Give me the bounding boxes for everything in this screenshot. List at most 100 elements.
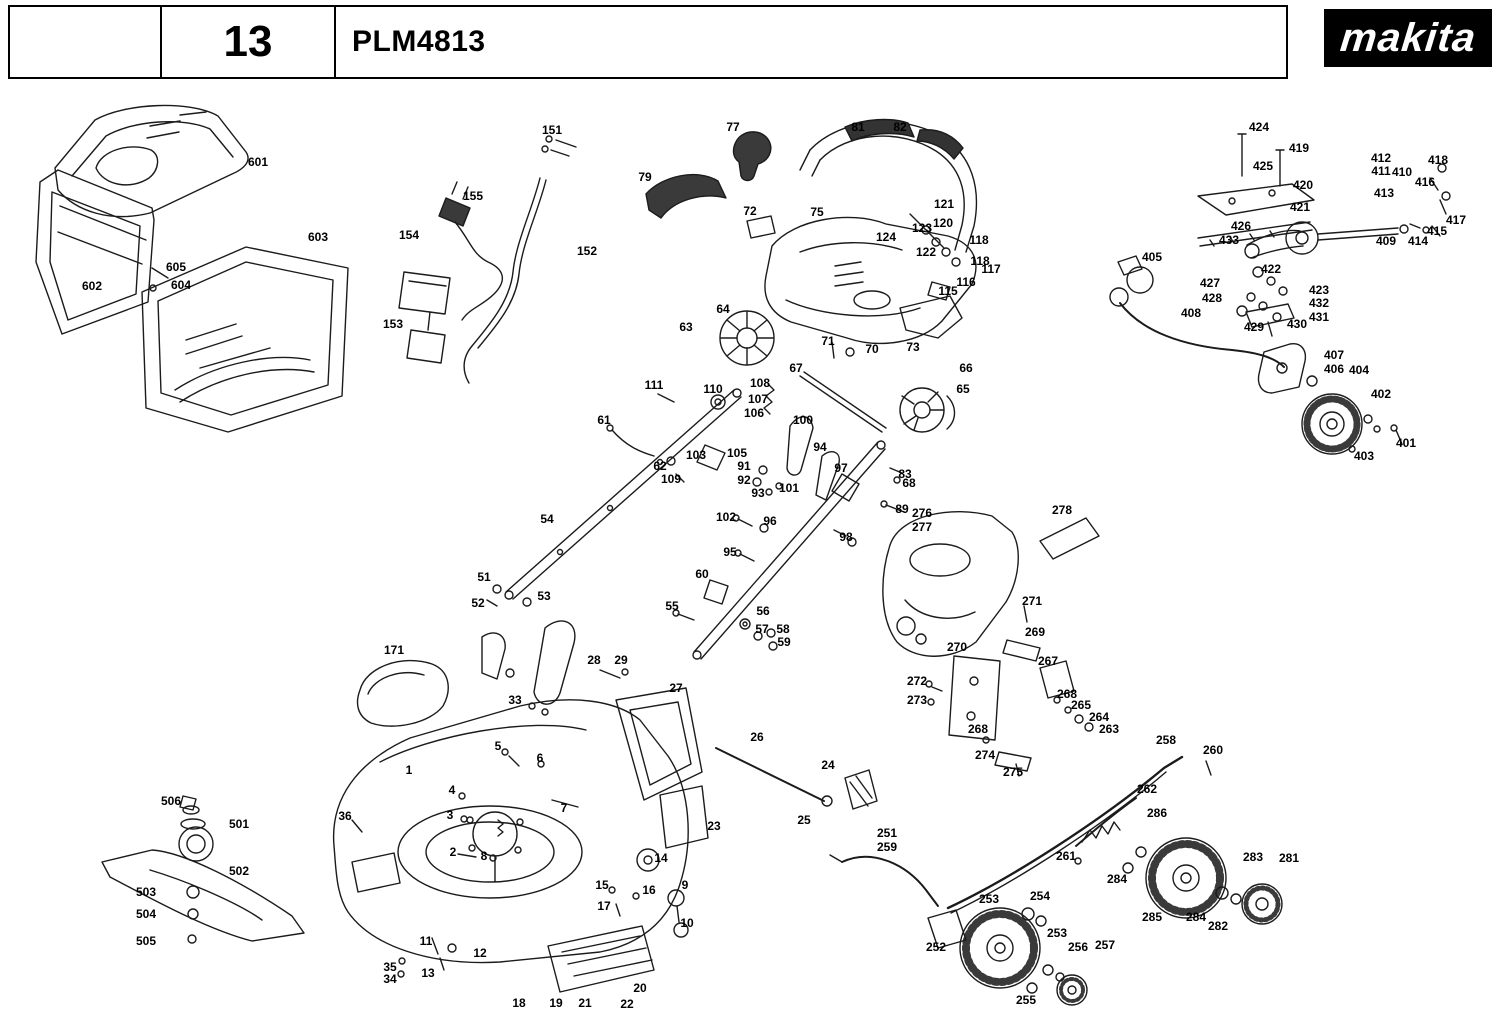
gearbox-sketch [1109,133,1451,455]
part-callout-154: 154 [398,228,420,242]
part-callout-81: 81 [851,120,865,134]
part-callout-105: 105 [726,446,748,460]
part-callout-404: 404 [1348,363,1370,377]
part-callout-118: 118 [969,233,989,247]
makita-logo-text: makita [1337,16,1479,60]
part-callout-263: 263 [1098,722,1120,736]
part-callout-274: 274 [974,748,996,762]
part-callout-122: 122 [915,245,937,259]
part-callout-117: 117 [981,262,1001,276]
part-callout-53: 53 [537,589,551,603]
part-callout-5: 5 [494,739,502,753]
part-callout-2: 2 [449,845,457,859]
part-callout-413: 413 [1373,186,1395,200]
part-callout-415: 415 [1426,224,1448,238]
part-callout-25: 25 [797,813,811,827]
part-callout-171: 171 [383,643,405,657]
part-callout-94: 94 [813,440,827,454]
part-callout-402: 402 [1370,387,1392,401]
part-callout-79: 79 [638,170,652,184]
rear-housing-sketch [882,510,1100,777]
part-callout-21: 21 [578,996,592,1009]
part-callout-284: 284 [1185,910,1207,924]
title-bar: 13 PLM4813 makita [8,5,1492,79]
part-callout-18: 18 [512,996,526,1009]
part-callout-59: 59 [777,635,791,649]
part-callout-10: 10 [680,916,694,930]
part-callout-11: 11 [419,934,433,948]
part-callout-110: 110 [703,382,723,396]
part-callout-602: 602 [81,279,103,293]
part-callout-403: 403 [1353,449,1375,463]
part-callout-428: 428 [1201,291,1223,305]
part-callout-410: 410 [1391,165,1413,179]
part-callout-12: 12 [473,946,487,960]
part-callout-3: 3 [446,808,454,822]
part-callout-120: 120 [932,216,954,230]
part-callout-151: 151 [541,123,563,137]
part-callout-426: 426 [1230,219,1252,233]
part-callout-423: 423 [1308,283,1330,297]
part-callout-68: 68 [902,476,916,490]
part-callout-433: 433 [1218,233,1240,247]
part-callout-102: 102 [715,510,737,524]
part-callout-419: 419 [1288,141,1310,155]
part-callout-8: 8 [480,849,488,863]
part-callout-286: 286 [1146,806,1168,820]
part-callout-278: 278 [1051,503,1073,517]
part-callout-121: 121 [933,197,955,211]
part-callout-153: 153 [382,317,404,331]
part-callout-418: 418 [1427,153,1449,167]
part-callout-409: 409 [1375,234,1397,248]
part-callout-270: 270 [946,640,968,654]
part-callout-252: 252 [925,940,947,954]
part-callout-421: 421 [1289,200,1311,214]
part-callout-111: 111 [644,378,664,392]
part-callout-506: 506 [160,794,182,808]
part-callout-424: 424 [1248,120,1270,134]
part-callout-29: 29 [614,653,628,667]
part-callout-265: 265 [1070,698,1092,712]
part-callout-75: 75 [810,205,824,219]
part-callout-258: 258 [1155,733,1177,747]
part-callout-57: 57 [755,622,769,636]
part-callout-503: 503 [135,885,157,899]
part-callout-422: 422 [1260,262,1282,276]
part-callout-27: 27 [669,681,683,695]
part-callout-97: 97 [834,461,848,475]
part-callout-6: 6 [536,751,544,765]
part-callout-55: 55 [665,599,679,613]
part-callout-108: 108 [749,376,771,390]
part-callout-71: 71 [821,334,835,348]
part-callout-65: 65 [956,382,970,396]
part-callout-285: 285 [1141,910,1163,924]
part-callout-282: 282 [1207,919,1229,933]
part-callout-155: 155 [462,189,484,203]
part-callout-14: 14 [654,851,668,865]
part-callout-98: 98 [839,530,853,544]
part-callout-430: 430 [1286,317,1308,331]
handle-sketch [645,118,978,433]
part-callout-77: 77 [726,120,740,134]
lower-handle-tubes-sketch [486,383,905,660]
part-callout-34: 34 [383,972,397,986]
part-callout-7: 7 [560,801,568,815]
part-callout-60: 60 [695,567,709,581]
part-callout-283: 283 [1242,850,1264,864]
part-callout-95: 95 [723,545,737,559]
part-callout-432: 432 [1308,296,1330,310]
part-callout-115: 115 [938,284,958,298]
part-callout-66: 66 [959,361,973,375]
part-callout-9: 9 [681,878,689,892]
part-callout-54: 54 [540,512,554,526]
part-callout-124: 124 [875,230,897,244]
part-callout-272: 272 [906,674,928,688]
part-callout-416: 416 [1414,175,1436,189]
part-callout-253: 253 [978,892,1000,906]
title-bar-empty-cell [10,7,162,77]
part-callout-56: 56 [756,604,770,618]
part-callout-13: 13 [421,966,435,980]
part-callout-109: 109 [660,472,682,486]
part-callout-26: 26 [750,730,764,744]
